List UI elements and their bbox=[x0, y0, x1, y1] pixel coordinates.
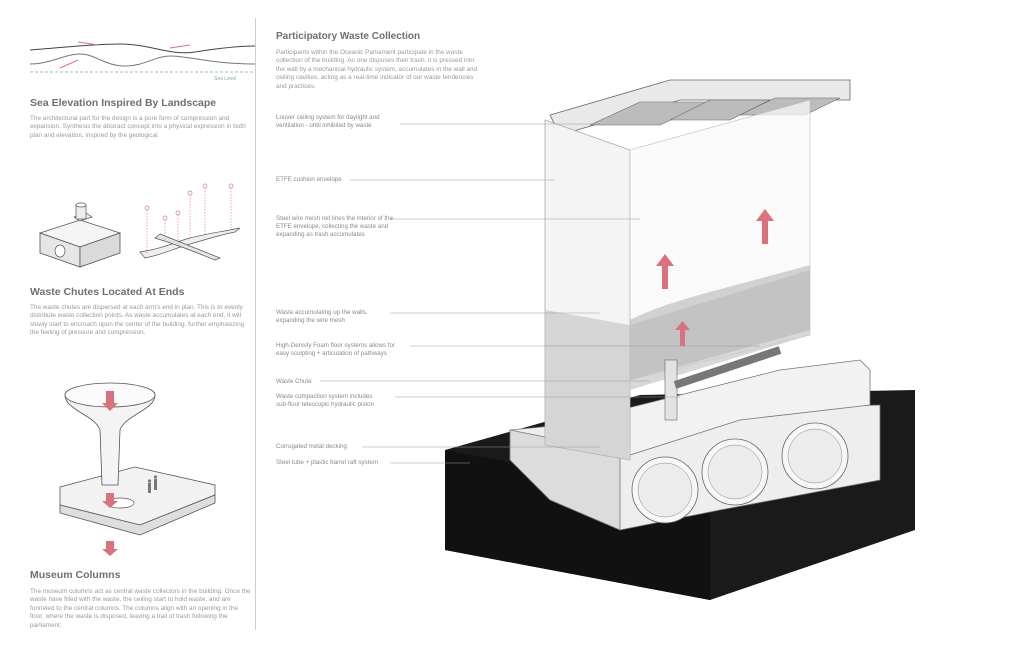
section-body-sea-elevation: The architectural part for the design is… bbox=[30, 115, 246, 139]
column-divider bbox=[255, 18, 256, 630]
callout-metal-decking: Corrugated metal decking bbox=[276, 443, 347, 450]
section-title-museum-columns: Museum Columns bbox=[30, 569, 121, 581]
callout-steel-mesh: Steel wire mesh net lines the interior o… bbox=[276, 215, 393, 238]
callout-barrel-raft: Steel tube + plastic barrel raft system bbox=[276, 459, 378, 466]
section-body-waste-chutes: The waste chutes are dispersed at each a… bbox=[30, 304, 245, 337]
callout-compaction-system: Waste compaction system includes sub-flo… bbox=[276, 393, 375, 408]
main-title: Participatory Waste Collection bbox=[276, 31, 421, 42]
section-body-museum-columns: The museum columns act as central waste … bbox=[30, 588, 251, 629]
callout-etfe-envelope: ETFE cushion envelope bbox=[276, 176, 342, 183]
callout-foam-floor: High-Density Foam floor systems allows f… bbox=[276, 342, 395, 357]
waste-wall-section-axonometric bbox=[445, 79, 915, 600]
main-intro: Participants within the Oceanic Parliame… bbox=[276, 49, 478, 90]
callout-waste-chute: Waste Chute bbox=[276, 378, 312, 385]
callout-louver-ceiling: Louver ceiling system for daylight and v… bbox=[276, 114, 380, 129]
callout-waste-accumulating: Waste accumulating up the walls, expandi… bbox=[276, 309, 368, 324]
waste-chute-plan-diagram bbox=[139, 183, 241, 261]
section-title-sea-elevation: Sea Elevation Inspired By Landscape bbox=[30, 97, 217, 109]
section-title-waste-chutes: Waste Chutes Located At Ends bbox=[30, 286, 185, 298]
museum-column-diagram bbox=[59, 382, 216, 556]
waste-chute-block-diagram bbox=[38, 202, 122, 268]
sea-elevation-diagram bbox=[29, 41, 257, 73]
sea-level-label: Sea Level bbox=[214, 76, 237, 82]
